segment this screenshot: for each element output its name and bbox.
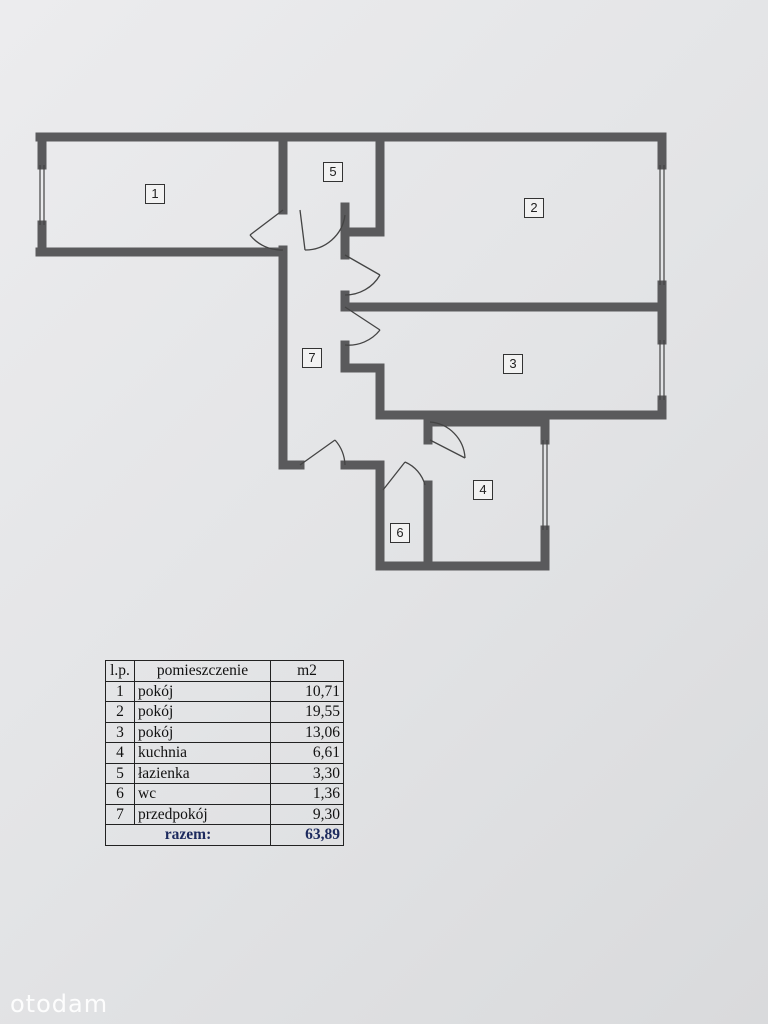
room-area: 10,71: [270, 680, 344, 702]
header-lp: l.p.: [105, 660, 135, 682]
header-area: m2: [270, 660, 344, 682]
table-header: l.p. pomieszczenie m2: [105, 660, 344, 682]
walls: [35, 132, 667, 571]
room-label-7: 7: [302, 348, 322, 368]
room-label-1: 1: [145, 184, 165, 204]
room-name: pokój: [134, 701, 271, 723]
room-name: wc: [134, 783, 271, 805]
total-label: razem:: [105, 824, 271, 846]
room-area: 9,30: [270, 803, 344, 825]
room-area: 1,36: [270, 783, 344, 805]
room-name: przedpokój: [134, 803, 271, 825]
row-number: 4: [105, 742, 135, 764]
room-name: łazienka: [134, 762, 271, 784]
room-label-3: 3: [503, 354, 523, 374]
wall: [340, 340, 667, 420]
row-number: 1: [105, 680, 135, 702]
room-name: pokój: [134, 680, 271, 702]
room-area: 3,30: [270, 762, 344, 784]
wall: [340, 132, 385, 237]
row-number: 3: [105, 721, 135, 743]
room-label-5: 5: [323, 162, 343, 182]
row-number: 7: [105, 803, 135, 825]
room-area: 13,06: [270, 721, 344, 743]
header-room: pomieszczenie: [134, 660, 271, 682]
room-area: 19,55: [270, 701, 344, 723]
room-label-4: 4: [473, 480, 493, 500]
row-number: 5: [105, 762, 135, 784]
otodam-watermark: otodam: [10, 990, 109, 1018]
doors: [249, 209, 466, 491]
room-name: kuchnia: [134, 742, 271, 764]
room-area: 6,61: [270, 742, 344, 764]
room-name: pokój: [134, 721, 271, 743]
room-label-6: 6: [390, 523, 410, 543]
room-label-2: 2: [524, 198, 544, 218]
row-number: 6: [105, 783, 135, 805]
wall: [423, 417, 550, 571]
table-total-row: razem: 63,89: [105, 824, 344, 846]
row-number: 2: [105, 701, 135, 723]
wall: [278, 460, 550, 571]
windows: [39, 165, 665, 530]
total-value: 63,89: [270, 824, 344, 846]
